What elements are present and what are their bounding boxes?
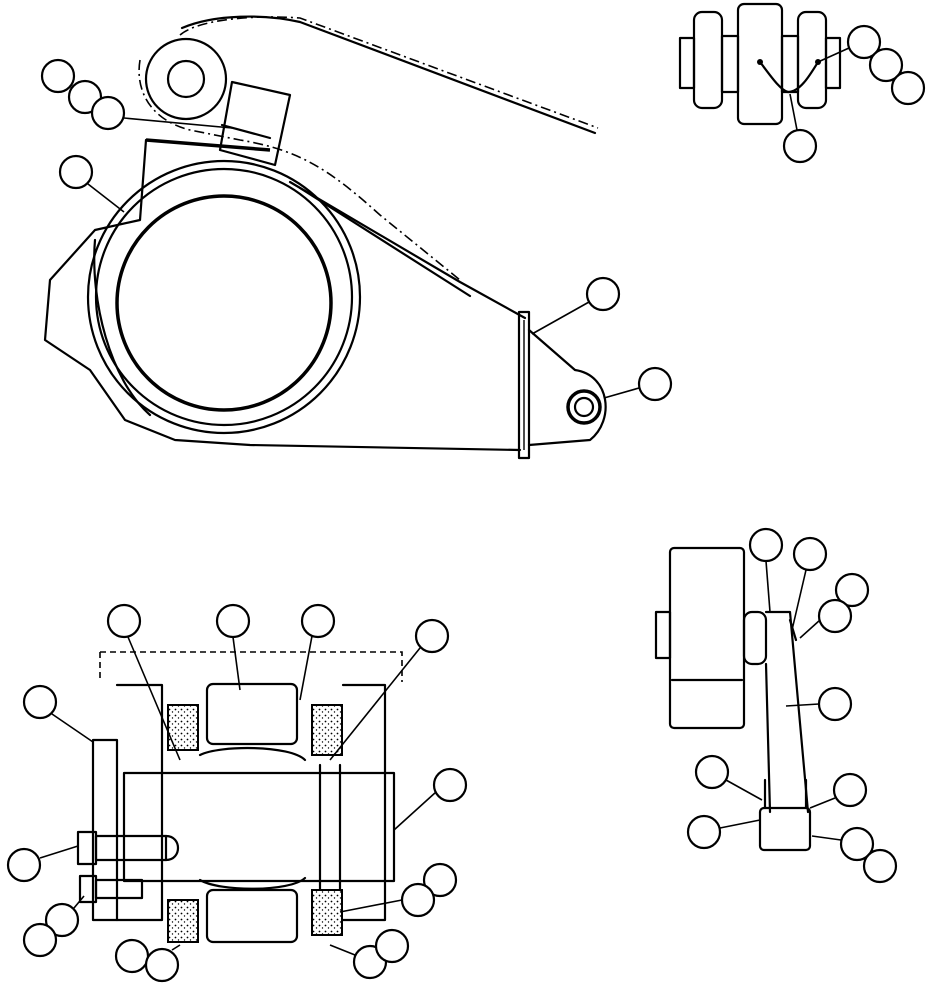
callout-bubble — [90, 95, 126, 131]
link-lower-clevis — [758, 806, 812, 852]
seal-upper-right — [311, 704, 343, 756]
callout-bubble — [839, 826, 875, 862]
lower-right-link-view — [654, 527, 898, 884]
callout-group-upper-right — [782, 24, 926, 164]
callout-group-upper-left — [40, 58, 673, 402]
callout-bubble — [868, 47, 904, 83]
callout-bubble — [374, 928, 410, 964]
callout-bubble — [106, 603, 142, 639]
upper-pivot-hole — [166, 59, 206, 99]
upper-left-side-view — [40, 15, 673, 460]
callout-bubble — [400, 882, 436, 918]
callout-bubble — [215, 603, 251, 639]
callout-bubble — [846, 24, 882, 60]
callout-bubble — [422, 862, 458, 898]
flange-plate — [517, 310, 531, 460]
upper-right-top-view — [678, 2, 926, 164]
callout-bubble — [58, 154, 94, 190]
callout-bubble — [114, 938, 150, 974]
callout-bubble — [432, 767, 468, 803]
callout-bubble — [834, 572, 870, 608]
bracket-block — [218, 80, 292, 167]
callout-bubble — [585, 276, 621, 312]
upper-pivot-boss — [144, 37, 228, 121]
seal-lower-left — [167, 899, 199, 943]
lower-left-section-view — [6, 603, 468, 983]
callout-bubble — [44, 902, 80, 938]
central-pin — [122, 771, 396, 883]
callout-group-lower-right — [686, 527, 898, 884]
callout-bubble — [144, 947, 180, 983]
callout-bubble — [637, 366, 673, 402]
left-side-plate — [91, 738, 119, 922]
callout-group-lower-left — [6, 603, 468, 983]
seal-lower-right — [311, 889, 343, 936]
callout-bubble — [817, 598, 853, 634]
callout-bubble — [686, 814, 722, 850]
callout-bubble — [817, 686, 853, 722]
callout-bubble — [862, 848, 898, 884]
callout-bubble — [748, 527, 784, 563]
callout-bubble — [300, 603, 336, 639]
wheel-bore — [115, 194, 333, 412]
callout-bubble — [832, 772, 868, 808]
callout-bubble — [22, 922, 58, 958]
callout-bubble — [890, 70, 926, 106]
callout-bubble — [22, 684, 58, 720]
callout-bubble — [414, 618, 450, 654]
callout-bubble — [782, 128, 818, 164]
end-eye-hole — [566, 389, 602, 425]
wheel-outer — [86, 159, 362, 435]
link-view-block — [668, 546, 746, 730]
callout-bubble — [6, 847, 42, 883]
callout-bubble — [792, 536, 828, 572]
callout-bubble — [694, 754, 730, 790]
callout-bubble — [40, 58, 76, 94]
